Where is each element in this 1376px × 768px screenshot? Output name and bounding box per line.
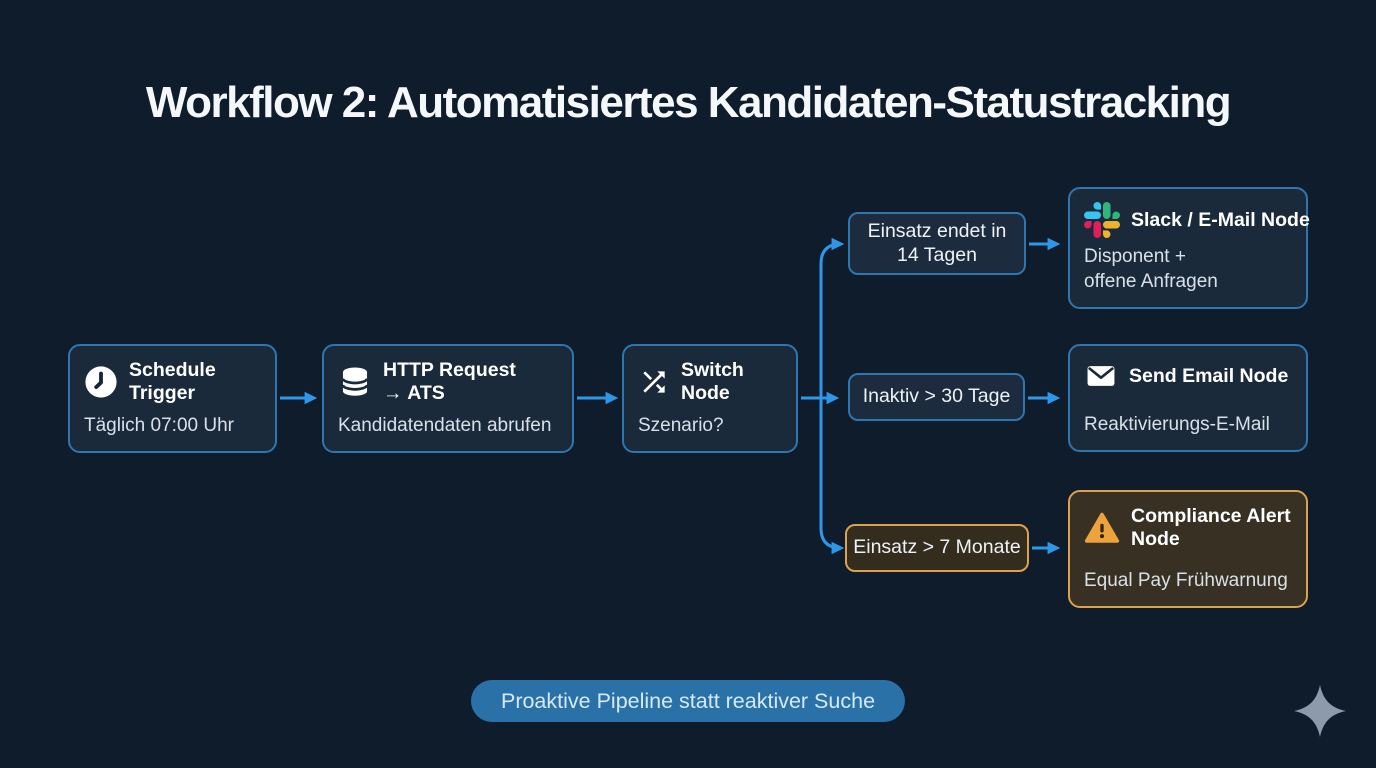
- warning-icon: [1084, 510, 1120, 546]
- node-subtitle: Szenario?: [638, 414, 724, 436]
- page-title: Workflow 2: Automatisiertes Kandidaten-S…: [145, 78, 1232, 127]
- footer-pill: Proaktive Pipeline statt reaktiver Suche: [470, 680, 906, 722]
- node-schedule-trigger: Schedule Trigger Täglich 07:00 Uhr: [68, 344, 277, 453]
- node-compliance-alert: Compliance Alert Node Equal Pay Frühwarn…: [1068, 490, 1308, 608]
- condition-einsatz-endet-14-tage: Einsatz endet in 14 Tagen: [848, 212, 1026, 275]
- database-icon: [338, 365, 372, 399]
- condition-inaktiv-30-tage: Inaktiv > 30 Tage: [848, 373, 1025, 421]
- node-title: Schedule Trigger: [129, 359, 216, 404]
- node-title: Slack / E-Mail Node: [1131, 208, 1310, 231]
- node-subtitle: Equal Pay Frühwarnung: [1084, 569, 1288, 591]
- node-switch: Switch Node Szenario?: [622, 344, 798, 453]
- slack-icon: [1084, 202, 1120, 238]
- node-slack-email: Slack / E-Mail Node Disponent + offene A…: [1068, 187, 1310, 309]
- node-title: Switch Node: [681, 359, 744, 404]
- node-subtitle: Kandidatendaten abrufen: [338, 414, 552, 436]
- arrow-switch-to-cond1: [819, 237, 845, 398]
- envelope-icon: [1084, 359, 1118, 393]
- node-title: HTTP Request → ATS: [383, 359, 516, 404]
- node-subtitle: Täglich 07:00 Uhr: [84, 414, 234, 436]
- condition-einsatz-7-monate: Einsatz > 7 Monate: [845, 524, 1029, 572]
- node-title: Send Email Node: [1129, 364, 1289, 387]
- arrow-switch-to-cond3: [819, 398, 845, 555]
- clock-icon: [84, 365, 118, 399]
- node-http-request: HTTP Request → ATS Kandidatendaten abruf…: [322, 344, 574, 453]
- node-subtitle: Reaktivierungs-E-Mail: [1084, 413, 1270, 435]
- node-title: Compliance Alert Node: [1131, 505, 1291, 550]
- node-subtitle: Disponent + offene Anfragen: [1084, 246, 1218, 292]
- sparkle-icon: [1294, 684, 1346, 743]
- node-send-email: Send Email Node Reaktivierungs-E-Mail: [1068, 344, 1308, 452]
- shuffle-icon: [638, 366, 670, 398]
